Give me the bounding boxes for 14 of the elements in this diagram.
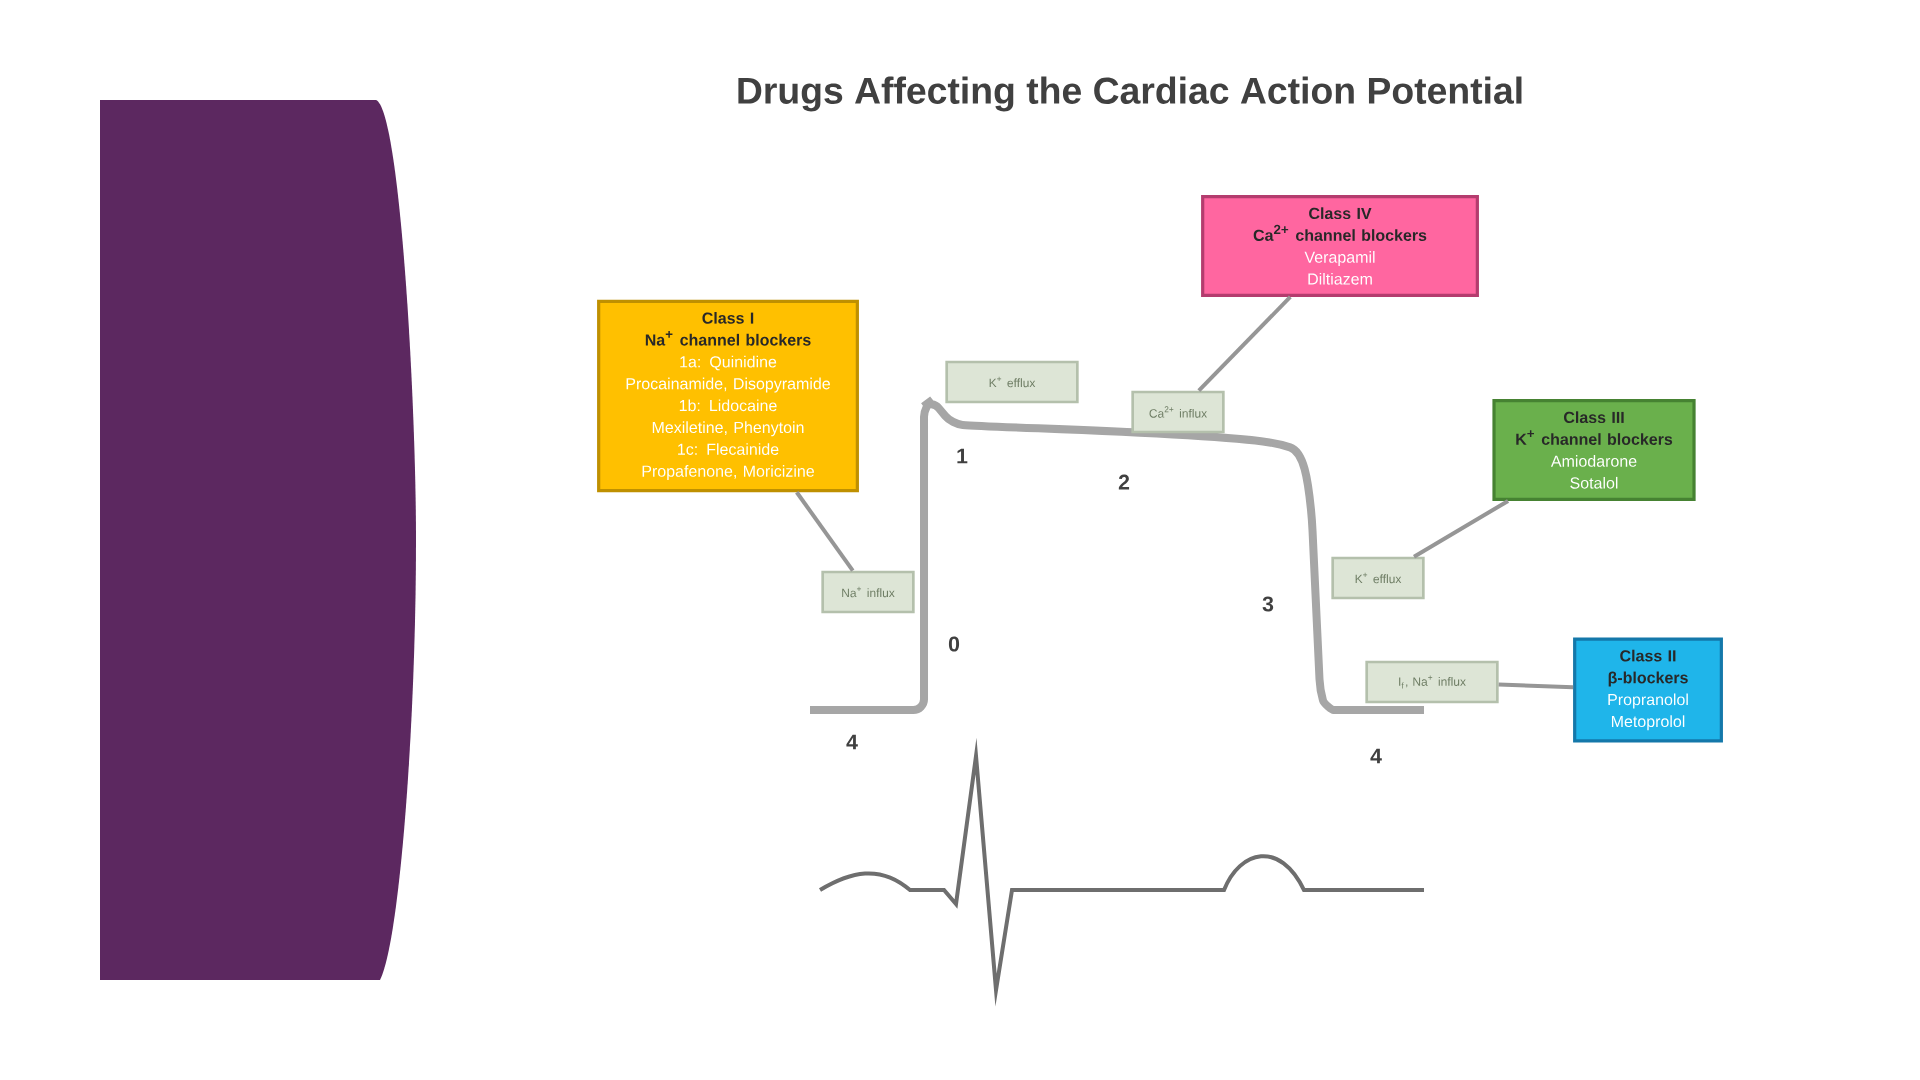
drug-class-box: Class IV Ca$^{2+}$ channel blockers Verapamil Diltiazem bbox=[1201, 195, 1479, 297]
phase-number: 4 bbox=[846, 734, 858, 750]
leader-line bbox=[1197, 295, 1292, 393]
drug-class-box: Class III K$^{+}$ channel blockers Amiodarone Sotalol bbox=[1492, 399, 1696, 501]
drug-class-box: Class II β-blockers Propranolol Metoprolol bbox=[1573, 637, 1723, 743]
leader-line bbox=[1413, 499, 1510, 559]
phase-number: 1 bbox=[957, 448, 968, 464]
leader-line bbox=[795, 491, 855, 572]
phase-number: 0 bbox=[948, 636, 960, 652]
phase-number: 3 bbox=[1262, 596, 1274, 612]
drug-class-box: Class I Na$^{+}$ channel blockers 1a: Quinidine Procainamide, Disopyramide 1b: Lidocaine Mexiletine, Phenytoin 1c: Flecainide Propafenone, Moricizine bbox=[597, 299, 859, 493]
phase-number: 2 bbox=[1118, 474, 1130, 490]
title: Drugs Affecting the Cardiac Action Potential bbox=[738, 76, 1522, 112]
leader-line bbox=[1498, 682, 1574, 690]
